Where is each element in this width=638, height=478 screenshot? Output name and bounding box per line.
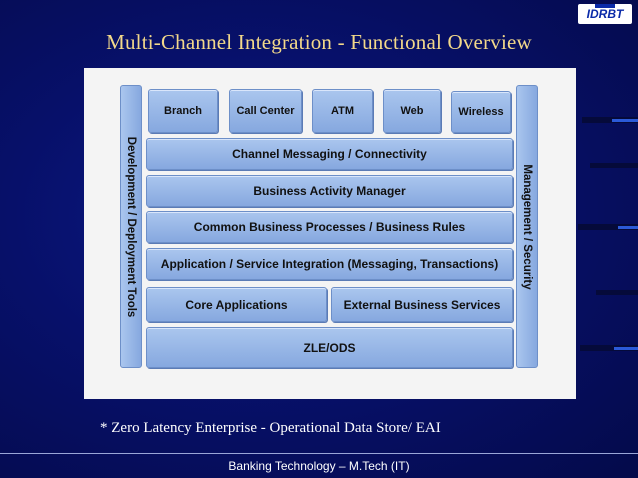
- decor-bar: [618, 226, 638, 229]
- idrbt-logo: IDRBT: [578, 4, 632, 24]
- footer-divider: [0, 453, 638, 454]
- layer-application-service-integration: Application / Service Integration (Messa…: [146, 248, 513, 280]
- decor-bar: [614, 347, 638, 350]
- decor-bar: [590, 163, 638, 168]
- decor-bar: [578, 224, 638, 230]
- right-bar-management-security: Management / Security: [516, 85, 538, 368]
- decor-bar: [582, 117, 638, 123]
- diagram-panel: Development / Deployment Tools Managemen…: [84, 68, 576, 399]
- channel-web: Web: [383, 89, 441, 133]
- left-bar-label: Development / Deployment Tools: [125, 136, 137, 317]
- zle-ods-box: ZLE/ODS: [146, 327, 513, 368]
- external-business-services-box: External Business Services: [331, 287, 513, 322]
- channel-wireless: Wireless: [451, 91, 511, 133]
- slide-title: Multi-Channel Integration - Functional O…: [106, 30, 532, 54]
- decor-bar: [596, 290, 638, 295]
- logo-mark-icon: [595, 4, 615, 8]
- core-applications-box: Core Applications: [146, 287, 327, 322]
- footer-text: Banking Technology – M.Tech (IT): [228, 459, 410, 473]
- layer-common-business-processes: Common Business Processes / Business Rul…: [146, 211, 513, 243]
- right-bar-label: Management / Security: [521, 163, 533, 290]
- channel-branch: Branch: [148, 89, 218, 133]
- layer-business-activity-manager: Business Activity Manager: [146, 175, 513, 207]
- decor-bar: [580, 345, 638, 351]
- left-bar-development-tools: Development / Deployment Tools: [120, 85, 142, 368]
- logo-text: IDRBT: [586, 7, 624, 21]
- layer-channel-messaging: Channel Messaging / Connectivity: [146, 138, 513, 170]
- channel-call-center: Call Center: [229, 89, 302, 133]
- channel-atm: ATM: [312, 89, 373, 133]
- footnote: * Zero Latency Enterprise - Operational …: [100, 420, 441, 436]
- decor-bar: [612, 119, 638, 122]
